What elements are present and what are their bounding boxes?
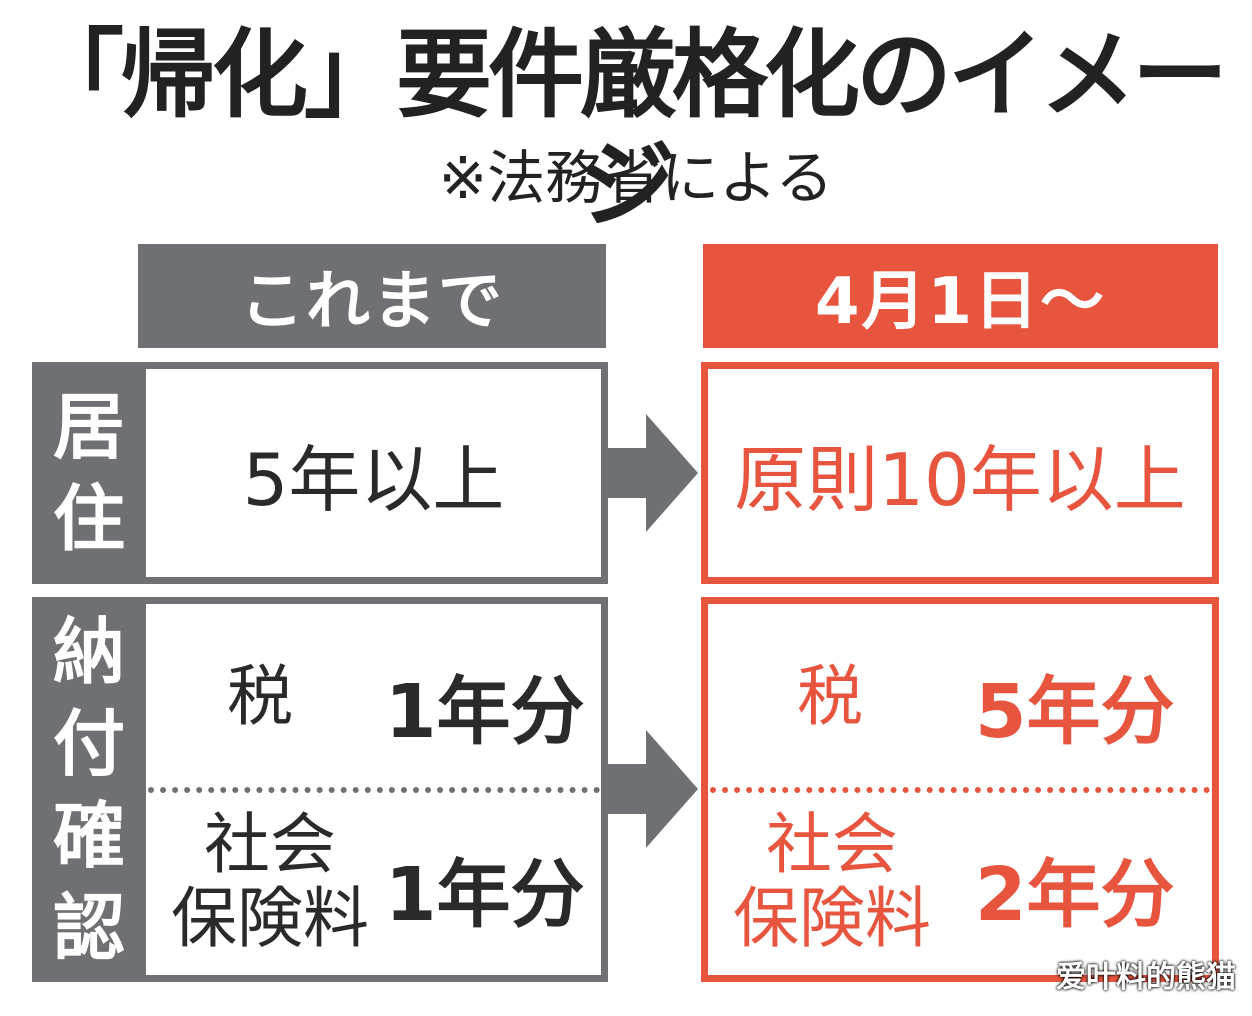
row-label-char: 住 [52, 477, 125, 561]
arrow-right-icon [606, 414, 698, 532]
social-label-line2: 保険料 [171, 880, 369, 957]
row-label-char: 確 [52, 793, 125, 878]
row-label-residence: 居 住 [32, 362, 146, 584]
header-before: これまで [138, 244, 606, 348]
social-label-line1: 社会 [766, 806, 898, 883]
social-before-value: 1年分 [385, 852, 585, 938]
row-label-char: 納 [52, 609, 125, 694]
social-after-value: 2年分 [975, 852, 1175, 938]
tax-label-before: 税 [227, 658, 293, 735]
social-label-before: 社会 保険料 [160, 808, 380, 956]
arrow-right-icon [606, 730, 698, 848]
header-after: 4月1日～ [703, 244, 1218, 348]
social-label-line1: 社会 [204, 806, 336, 883]
social-label-line2: 保険料 [733, 880, 931, 957]
divider-dotted [148, 787, 600, 793]
social-label-after: 社会 保険料 [722, 808, 942, 956]
tax-before-value: 1年分 [385, 669, 585, 755]
row-label-char: 認 [52, 885, 125, 970]
diagram-title: 「帰化」要件厳格化のイメージ [28, 19, 1228, 241]
source-note: ※法務省による [438, 144, 834, 212]
row-label-payment-confirmation: 納 付 確 認 [32, 597, 146, 982]
watermark: 爱叶料的熊猫 [1056, 960, 1236, 995]
row-label-char: 付 [52, 701, 125, 786]
divider-dotted-red [710, 787, 1210, 793]
tax-after-value: 5年分 [975, 669, 1175, 755]
residence-before-value: 5年以上 [242, 437, 505, 522]
residence-after-box [701, 362, 1219, 584]
row-label-char: 居 [52, 385, 125, 469]
residence-after-value: 原則10年以上 [734, 437, 1186, 522]
tax-label-after: 税 [797, 658, 863, 735]
residence-before-box [139, 362, 608, 584]
